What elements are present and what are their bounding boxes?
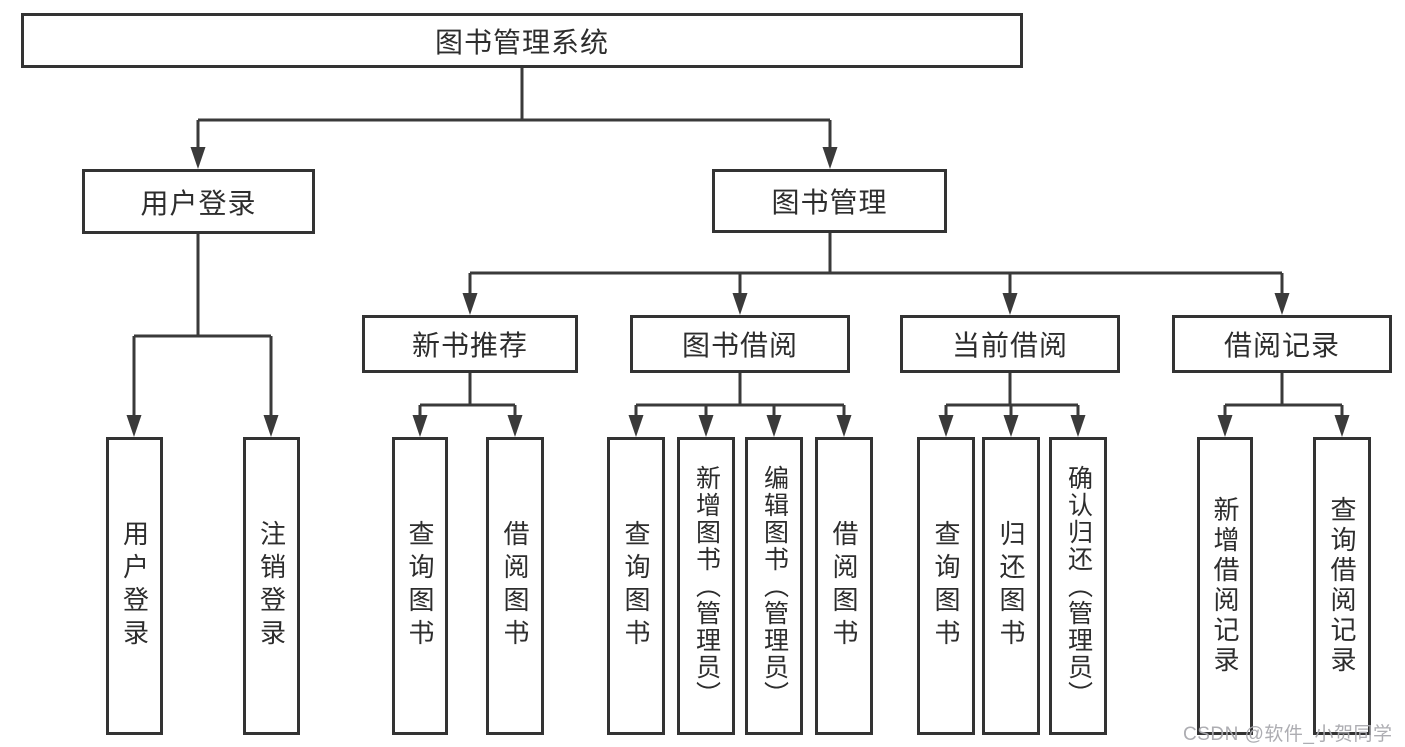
leaf-label: 新增图书（管理员） <box>692 464 721 708</box>
node-leaf-borrow-books-2: 借阅图书 <box>815 437 873 735</box>
connector-root-to-level2 <box>196 68 832 152</box>
connector-book-borrow-group <box>634 373 846 420</box>
connector-current-borrow-group <box>944 373 1080 420</box>
node-leaf-add-borrow-record: 新增借阅记录 <box>1197 437 1253 735</box>
arrowheads-level2 <box>190 147 838 169</box>
node-leaf-confirm-return-admin: 确认归还（管理员） <box>1049 437 1107 735</box>
arrowheads-user-login-branch <box>126 415 279 437</box>
leaf-label: 编辑图书（管理员） <box>760 464 789 708</box>
leaf-label: 归还图书 <box>996 520 1026 652</box>
arrowheads-borrow-record-group <box>1217 415 1350 437</box>
node-leaf-logout: 注销登录 <box>243 437 300 735</box>
node-leaf-add-books-admin: 新增图书（管理员） <box>677 437 735 735</box>
leaf-label: 确认归还（管理员） <box>1064 464 1093 708</box>
node-leaf-user-login: 用户登录 <box>106 437 163 735</box>
node-leaf-query-books-3: 查询图书 <box>917 437 975 735</box>
leaf-label: 查询图书 <box>621 520 651 652</box>
leaf-label: 注销登录 <box>256 520 287 652</box>
node-book-management: 图书管理 <box>712 169 947 233</box>
node-borrow-record: 借阅记录 <box>1172 315 1392 373</box>
leaf-label: 借阅图书 <box>829 520 859 652</box>
connector-borrow-record-group <box>1223 373 1344 420</box>
connector-book-management-branch <box>468 233 1284 297</box>
csdn-watermark: CSDN @软件_小贺同学 <box>1183 724 1393 745</box>
node-current-borrow: 当前借阅 <box>900 315 1120 373</box>
leaf-label: 用户登录 <box>119 520 150 652</box>
leaf-label: 查询借阅记录 <box>1327 496 1357 676</box>
arrowheads-level3 <box>462 293 1290 315</box>
node-leaf-borrow-books-1: 借阅图书 <box>486 437 544 735</box>
leaf-label: 借阅图书 <box>500 520 530 652</box>
node-leaf-query-books-2: 查询图书 <box>607 437 665 735</box>
node-book-borrow: 图书借阅 <box>630 315 850 373</box>
leaf-label: 查询图书 <box>405 520 435 652</box>
leaf-label: 新增借阅记录 <box>1210 496 1240 676</box>
node-user-login: 用户登录 <box>82 169 315 234</box>
leaf-label: 查询图书 <box>931 520 961 652</box>
arrowheads-book-borrow-group <box>628 415 852 437</box>
node-leaf-edit-books-admin: 编辑图书（管理员） <box>745 437 803 735</box>
connector-new-book-group <box>418 373 517 420</box>
node-leaf-query-borrow-record: 查询借阅记录 <box>1313 437 1371 735</box>
connector-user-login-branch <box>132 234 273 420</box>
arrowheads-new-book-group <box>412 415 523 437</box>
arrowheads-current-borrow-group <box>938 415 1086 437</box>
node-leaf-query-books-1: 查询图书 <box>392 437 448 735</box>
node-new-book-recommend: 新书推荐 <box>362 315 578 373</box>
node-leaf-return-books: 归还图书 <box>982 437 1040 735</box>
node-library-management-system: 图书管理系统 <box>21 13 1023 68</box>
